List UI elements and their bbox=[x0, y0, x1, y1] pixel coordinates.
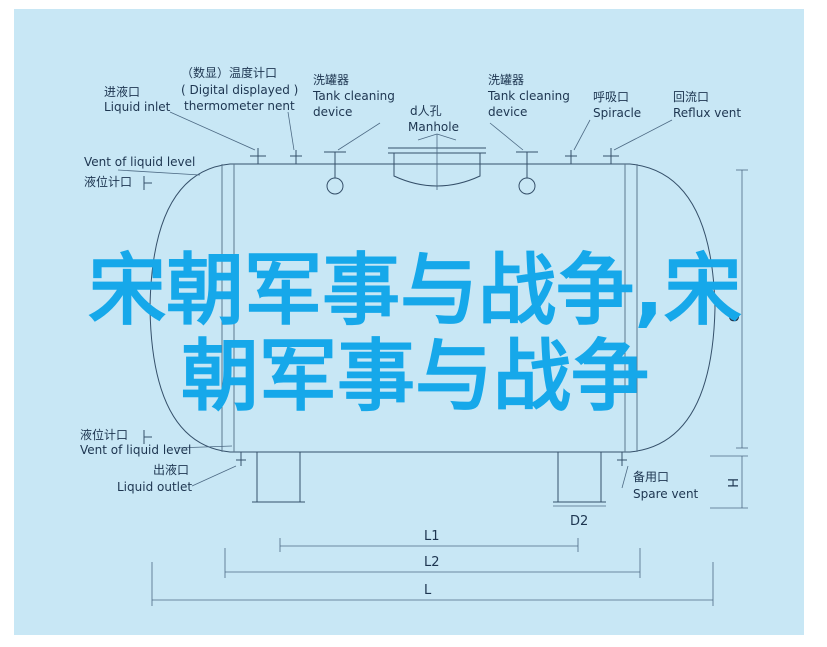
tank-cleaning-1-cn: 洗罐器 bbox=[313, 73, 349, 87]
vent-bottom-en: Vent of liquid level bbox=[80, 443, 191, 457]
spiracle-en: Spiracle bbox=[593, 106, 641, 120]
vent-top-cn: 液位计口 bbox=[84, 174, 132, 189]
tank-body bbox=[149, 163, 716, 453]
liquid-inlet-en: Liquid inlet bbox=[104, 100, 171, 114]
dim-d2: D2 bbox=[570, 514, 588, 529]
bottom-supports bbox=[143, 176, 627, 503]
dim-h: H bbox=[724, 478, 739, 488]
thermometer-cn: （数显）温度计口 bbox=[181, 65, 277, 80]
dimension-lines bbox=[151, 169, 748, 606]
spiracle-cn: 呼吸口 bbox=[593, 90, 629, 104]
tank-cleaning-2-cn: 洗罐器 bbox=[488, 73, 524, 87]
headline-line-2: 朝军事与战争 bbox=[180, 332, 649, 422]
spare-vent-cn: 备用口 bbox=[633, 470, 669, 484]
reflux-vent-cn: 回流口 bbox=[673, 90, 709, 104]
liquid-outlet-en: Liquid outlet bbox=[117, 480, 192, 494]
dim-l: L bbox=[424, 583, 432, 598]
manhole bbox=[388, 133, 486, 190]
dim-l2: L2 bbox=[424, 555, 440, 570]
liquid-inlet-cn: 进液口 bbox=[104, 84, 140, 99]
manhole-en: Manhole bbox=[408, 120, 459, 134]
spare-vent-en: Spare vent bbox=[633, 487, 699, 501]
reflux-vent-en: Reflux vent bbox=[673, 106, 741, 120]
thermometer-en2: thermometer nent bbox=[184, 99, 295, 113]
tank-cleaning-1-en1: Tank cleaning bbox=[312, 89, 395, 103]
liquid-outlet-cn: 出液口 bbox=[153, 462, 189, 477]
vent-bottom-cn: 液位计口 bbox=[80, 427, 128, 442]
manhole-cn: d人孔 bbox=[410, 104, 442, 118]
vent-top-en: Vent of liquid level bbox=[84, 155, 195, 169]
tank-cleaning-1-en2: device bbox=[313, 105, 352, 119]
diagram-background bbox=[14, 9, 804, 635]
dim-l1: L1 bbox=[424, 529, 440, 544]
dim-d: D bbox=[725, 312, 740, 322]
tank-cleaning-2-en2: device bbox=[488, 105, 527, 119]
tank-cleaning-2-en1: Tank cleaning bbox=[487, 89, 570, 103]
top-nozzles bbox=[250, 148, 619, 195]
thermometer-en1: ( Digital displayed ) bbox=[181, 83, 298, 97]
headline-line-1: 宋朝军事与战争,宋 bbox=[88, 246, 742, 336]
leader-lines bbox=[117, 111, 673, 489]
